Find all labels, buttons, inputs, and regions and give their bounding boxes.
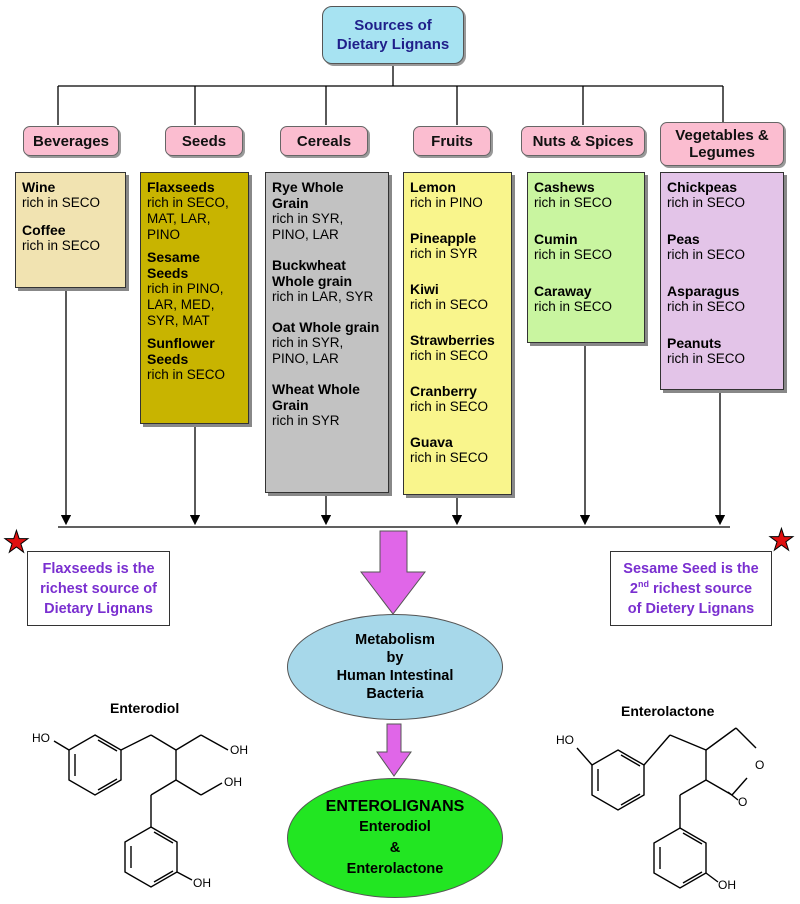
note-flaxseeds: Flaxseeds is the richest source of Dieta… bbox=[27, 551, 170, 626]
oh-label: OH bbox=[718, 878, 736, 892]
oh-label: OH bbox=[230, 743, 248, 757]
ho-label: HO bbox=[556, 733, 574, 747]
enterolignans-ellipse: ENTEROLIGNANS Enterodiol & Enterolactone bbox=[287, 778, 503, 898]
enterodiol-title: Enterodiol bbox=[110, 700, 180, 716]
down-arrow-big bbox=[359, 530, 427, 615]
category-nuts-spices: Nuts & Spices bbox=[521, 126, 645, 156]
star-icon: ★ bbox=[768, 524, 796, 557]
category-seeds: Seeds bbox=[165, 126, 243, 156]
oh-label: OH bbox=[224, 775, 242, 789]
star-icon: ★ bbox=[3, 526, 31, 559]
category-vegetables-legumes: Vegetables & Legumes bbox=[660, 122, 784, 166]
ho-label: HO bbox=[32, 731, 50, 745]
note-sesame: Sesame Seed is the 2nd richest source of… bbox=[610, 551, 772, 626]
enterolactone-structure bbox=[576, 727, 757, 889]
category-beverages: Beverages bbox=[23, 126, 119, 156]
title-box: Sources of Dietary Lignans bbox=[322, 6, 464, 64]
category-fruits: Fruits bbox=[413, 126, 491, 156]
enterolactone-title: Enterolactone bbox=[621, 703, 715, 719]
o-ring-label: O bbox=[755, 758, 765, 772]
down-arrow-small bbox=[376, 723, 412, 777]
o-carbonyl-label: O bbox=[738, 795, 748, 809]
metabolism-ellipse: Metabolism by Human Intestinal Bacteria bbox=[287, 614, 503, 720]
category-cereals: Cereals bbox=[280, 126, 368, 156]
enterodiol-structure bbox=[53, 734, 229, 888]
oh-label: OH bbox=[193, 876, 211, 890]
